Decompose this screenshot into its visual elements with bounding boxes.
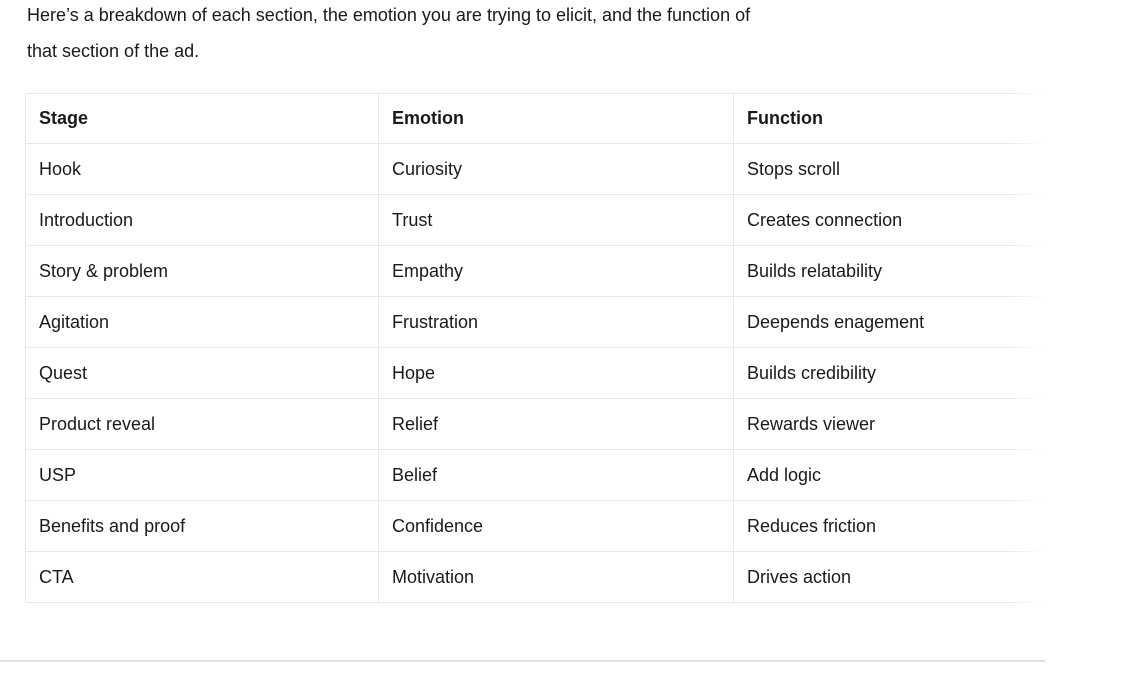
col-header-stage: Stage: [25, 93, 379, 144]
cell-function: Reduces friction: [733, 500, 1044, 552]
cell-function: Builds credibility: [733, 347, 1044, 399]
cell-emotion: Hope: [378, 347, 734, 399]
cell-function: Add logic: [733, 449, 1044, 501]
cell-function: Deepends enagement: [733, 296, 1044, 348]
cell-emotion: Confidence: [378, 500, 734, 552]
cell-emotion: Frustration: [378, 296, 734, 348]
cell-emotion: Relief: [378, 398, 734, 450]
cell-stage: CTA: [25, 551, 379, 603]
intro-text: Here’s a breakdown of each section, the …: [27, 0, 750, 69]
cell-function: Creates connection: [733, 194, 1044, 246]
cell-function: Drives action: [733, 551, 1044, 603]
cell-emotion: Motivation: [378, 551, 734, 603]
cell-emotion: Empathy: [378, 245, 734, 297]
table-container: Stage Emotion Function Hook Curiosity St…: [25, 92, 1049, 604]
cell-stage: Introduction: [25, 194, 379, 246]
table-row: Hook Curiosity Stops scroll: [25, 143, 1044, 195]
cell-function: Rewards viewer: [733, 398, 1044, 450]
intro-line-2: that section of the ad.: [27, 41, 200, 61]
cell-stage: USP: [25, 449, 379, 501]
cell-emotion: Trust: [378, 194, 734, 246]
cell-emotion: Belief: [378, 449, 734, 501]
table-row: CTA Motivation Drives action: [25, 551, 1044, 603]
col-header-emotion: Emotion: [378, 93, 734, 144]
breakdown-table: Stage Emotion Function Hook Curiosity St…: [25, 93, 1044, 603]
table-row: Introduction Trust Creates connection: [25, 194, 1044, 246]
table-row: Agitation Frustration Deepends enagement: [25, 296, 1044, 348]
cell-stage: Benefits and proof: [25, 500, 379, 552]
table-row: USP Belief Add logic: [25, 449, 1044, 501]
table-row: Benefits and proof Confidence Reduces fr…: [25, 500, 1044, 552]
cell-stage: Quest: [25, 347, 379, 399]
col-header-function: Function: [733, 93, 1044, 144]
table-row: Product reveal Relief Rewards viewer: [25, 398, 1044, 450]
bottom-divider: [0, 660, 1045, 662]
cell-emotion: Curiosity: [378, 143, 734, 195]
cell-stage: Product reveal: [25, 398, 379, 450]
cell-function: Stops scroll: [733, 143, 1044, 195]
cell-stage: Story & problem: [25, 245, 379, 297]
table-row: Story & problem Empathy Builds relatabil…: [25, 245, 1044, 297]
intro-line-1: Here’s a breakdown of each section, the …: [27, 5, 751, 25]
cell-function: Builds relatability: [733, 245, 1044, 297]
cell-stage: Agitation: [25, 296, 379, 348]
table-header-row: Stage Emotion Function: [25, 93, 1044, 144]
cell-stage: Hook: [25, 143, 379, 195]
table-row: Quest Hope Builds credibility: [25, 347, 1044, 399]
